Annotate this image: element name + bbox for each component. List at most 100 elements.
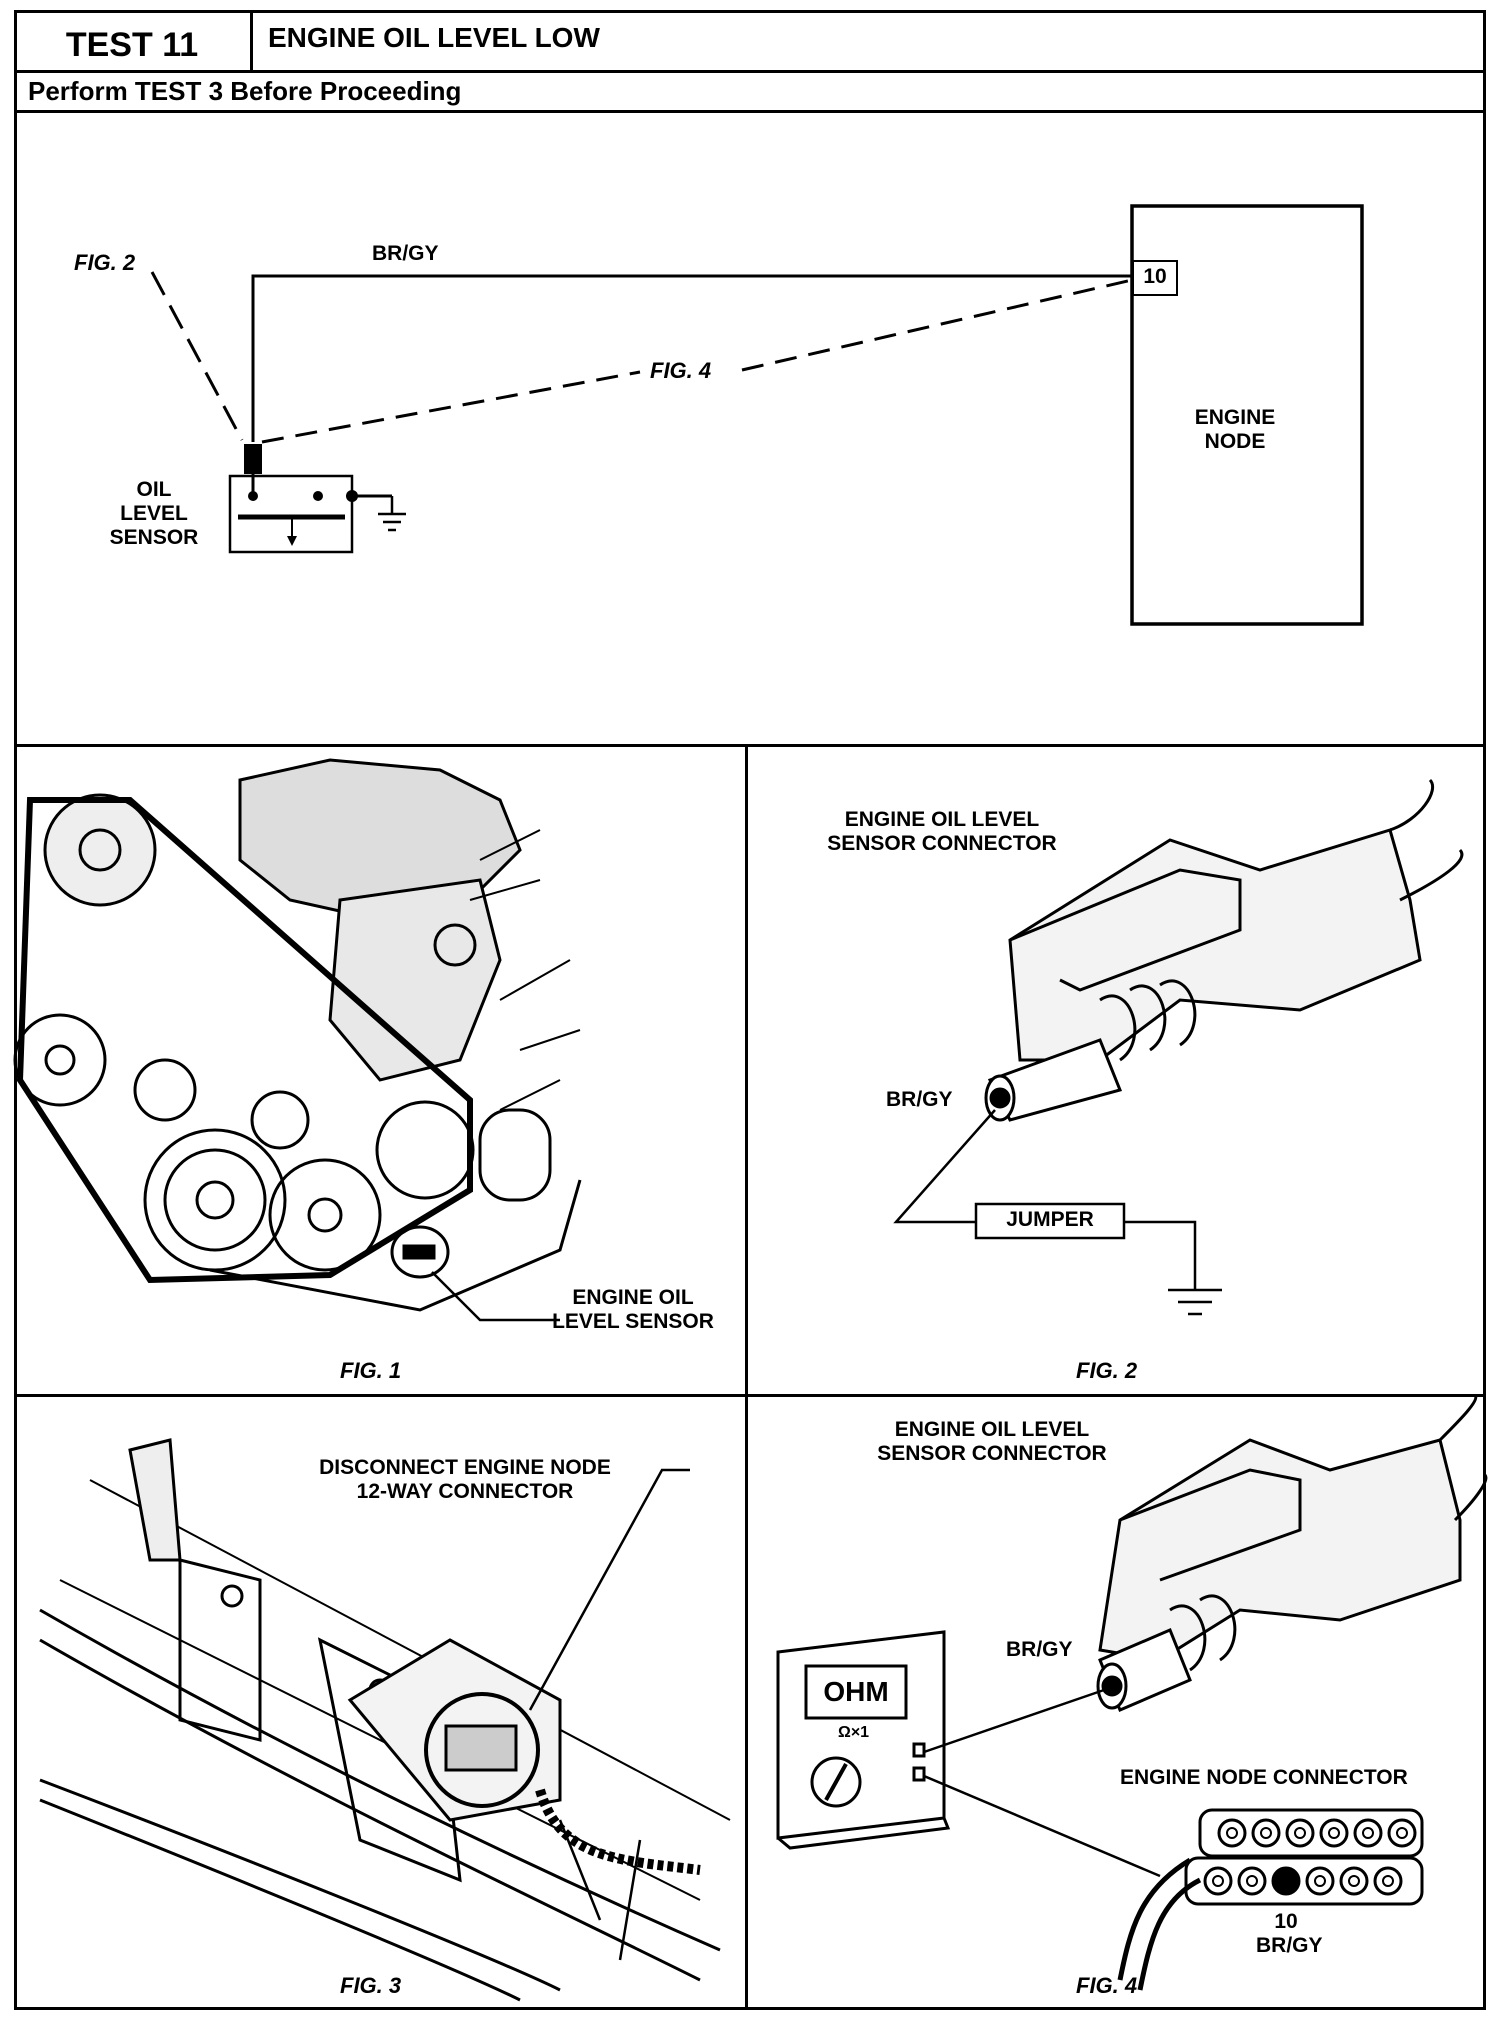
ohmmeter-range: Ω×1 (838, 1724, 870, 1741)
fig3-bolt-post (128, 1438, 182, 1562)
engine-block-lines (469, 829, 581, 1111)
node-connector-socket (1387, 1818, 1417, 1848)
fig4-wire-color: BR/GY (1006, 1638, 1073, 1661)
damper (268, 1158, 382, 1272)
fig3-caption: FIG. 3 (340, 1973, 402, 1998)
sensor-connector-symbol (244, 444, 262, 474)
fig4-wire-bundle (1438, 1393, 1488, 1522)
node-connector-socket (1203, 1866, 1233, 1896)
oil-level-sensor-box (228, 474, 354, 554)
float-arrow (287, 536, 297, 546)
ohmmeter-knob-pointer (824, 1763, 848, 1801)
fig3-bracket (178, 1558, 262, 1742)
sensor-contact-1 (248, 491, 258, 501)
node-connector-socket-hole (1212, 1875, 1224, 1887)
fig4-title-line-2: SENSOR CONNECTOR (877, 1442, 1107, 1466)
fig4-ribbing (1169, 1594, 1237, 1672)
fig2-wire-bundle (1389, 778, 1464, 902)
center-rule (745, 744, 748, 2010)
node-connector-socket-hole (1246, 1875, 1258, 1887)
intake-manifold (238, 758, 522, 922)
node-connector-socket (1305, 1866, 1335, 1896)
engine-node-label: ENGINE NODE (1170, 406, 1300, 454)
test-number: TEST 11 (65, 25, 199, 64)
fig4-probe-lead-1 (923, 1688, 1105, 1754)
test-prerequisite: Perform TEST 3 Before Proceeding (28, 76, 462, 106)
node-connector-socket-hole (1348, 1875, 1360, 1887)
pulley-mid (133, 1058, 197, 1122)
schematic-rule (14, 744, 1486, 747)
fig3-fender-curve-2 (39, 1638, 701, 1982)
engine-node-label-line-2: NODE (1204, 430, 1266, 454)
fig4-pin-label: 10 BR/GY (1256, 1910, 1323, 1958)
ohmmeter-display-text: OHM (823, 1676, 889, 1707)
node-connector-socket (1251, 1818, 1281, 1848)
fig2-terminal (989, 1087, 1011, 1109)
fig1-callout: ENGINE OIL LEVEL SENSOR (548, 1286, 718, 1334)
fig2-title: ENGINE OIL LEVEL SENSOR CONNECTOR (802, 808, 1082, 856)
fig3-fender-curve-3 (39, 1778, 561, 1992)
node-connector-socket-hole (1328, 1827, 1340, 1839)
fig4-title: ENGINE OIL LEVEL SENSOR CONNECTOR (852, 1418, 1132, 1466)
fig1-caption: FIG. 1 (340, 1358, 402, 1383)
sensor-contact-2 (313, 491, 323, 501)
middle-rule (14, 1394, 1486, 1397)
schematic-fig4-ref: FIG. 4 (650, 358, 712, 383)
node-connector-socket-hole (1396, 1827, 1408, 1839)
ohmmeter-side (777, 1817, 951, 1850)
node-connector-socket-hole (1362, 1827, 1374, 1839)
header-rule-2 (14, 110, 1486, 113)
fig2-dashed-leader (150, 271, 244, 441)
node-connector-socket (1237, 1866, 1267, 1896)
fig4-title-line-1: ENGINE OIL LEVEL (894, 1418, 1090, 1441)
engine-node-pin: 10 (1143, 265, 1167, 288)
damper-hub (307, 1197, 343, 1233)
pulley-left (13, 1013, 107, 1107)
fig3-callout-line-2: 12-WAY CONNECTOR (356, 1480, 574, 1504)
serpentine-belt (16, 797, 473, 1284)
alternator-hub (78, 828, 122, 872)
node-connector-socket-hole (1260, 1827, 1272, 1839)
fig3-fender-curve-4 (39, 1798, 521, 2002)
meter-jack-1 (912, 1742, 926, 1758)
sensor-label-line-1: OIL (136, 478, 172, 501)
node-connector-socket (1217, 1818, 1247, 1848)
fig4-caption: FIG. 4 (1076, 1973, 1138, 1998)
br-gy-wire (251, 274, 1133, 442)
meter-jack-2 (912, 1766, 926, 1782)
sensor-label: OIL LEVEL SENSOR (104, 478, 204, 550)
fig3-fender-curve-1 (39, 1608, 721, 1952)
fig3-callout: DISCONNECT ENGINE NODE 12-WAY CONNECTOR (300, 1456, 630, 1504)
fig3-bolt-1 (220, 1584, 244, 1608)
sensor-callout-circle (390, 1225, 450, 1279)
node-connector-socket (1373, 1866, 1403, 1896)
node-connector-socket (1285, 1818, 1315, 1848)
fig4-node-connector-label: ENGINE NODE CONNECTOR (1120, 1766, 1408, 1789)
sensor-label-line-3: SENSOR (109, 526, 199, 550)
fig3-node-connector (444, 1724, 518, 1772)
fig2-title-line-2: SENSOR CONNECTOR (827, 832, 1057, 856)
node-connector-harness (1117, 1857, 1202, 1991)
oil-filler-cap (433, 923, 477, 967)
header-rule-1 (14, 70, 1486, 73)
fig4-dashed-leader-left (261, 370, 641, 444)
fig3-bracket-legs (558, 1819, 642, 1961)
fig2-jumper-label: JUMPER (1006, 1208, 1094, 1231)
fig4-pin-wire: BR/GY (1256, 1934, 1323, 1958)
oil-level-sensor (402, 1244, 436, 1260)
node-connector-socket-hole (1294, 1827, 1306, 1839)
fig4-connector-latch (1119, 1468, 1302, 1582)
sensor-label-line-2: LEVEL (120, 502, 188, 526)
oil-pan (209, 1179, 582, 1312)
node-connector-socket-hole (1314, 1875, 1326, 1887)
ohmmeter-knob (810, 1756, 862, 1808)
test-title: ENGINE OIL LEVEL LOW (268, 22, 600, 53)
fig2-jumper-box (974, 1202, 1126, 1240)
fig3-leader (528, 1468, 690, 1711)
crank-pulley-inner (163, 1148, 267, 1252)
